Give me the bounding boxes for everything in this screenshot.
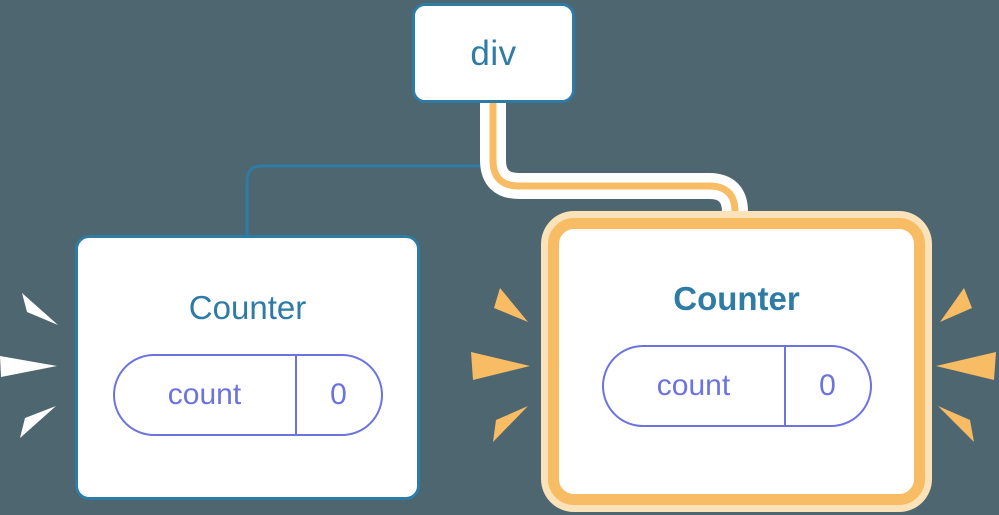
prop-value-label: 0 bbox=[783, 347, 870, 425]
node-counter-right[interactable]: Counter count 0 bbox=[548, 218, 925, 505]
prop-pill-right: count 0 bbox=[601, 345, 872, 427]
connector-blue-to-left bbox=[245, 101, 495, 240]
prop-pill-left: count 0 bbox=[112, 354, 383, 436]
node-div[interactable]: div bbox=[412, 3, 575, 103]
prop-key-label: count bbox=[656, 369, 731, 402]
node-counter-right-title: Counter bbox=[673, 280, 800, 317]
prop-key-label: count bbox=[167, 378, 242, 411]
node-counter-left-title: Counter bbox=[188, 289, 307, 326]
node-counter-left[interactable]: Counter count 0 bbox=[75, 235, 420, 500]
connector-orange-to-right bbox=[489, 100, 739, 232]
connector-orange-halo bbox=[480, 100, 748, 232]
prop-value-label: 0 bbox=[294, 356, 381, 434]
node-div-label: div bbox=[470, 33, 517, 73]
